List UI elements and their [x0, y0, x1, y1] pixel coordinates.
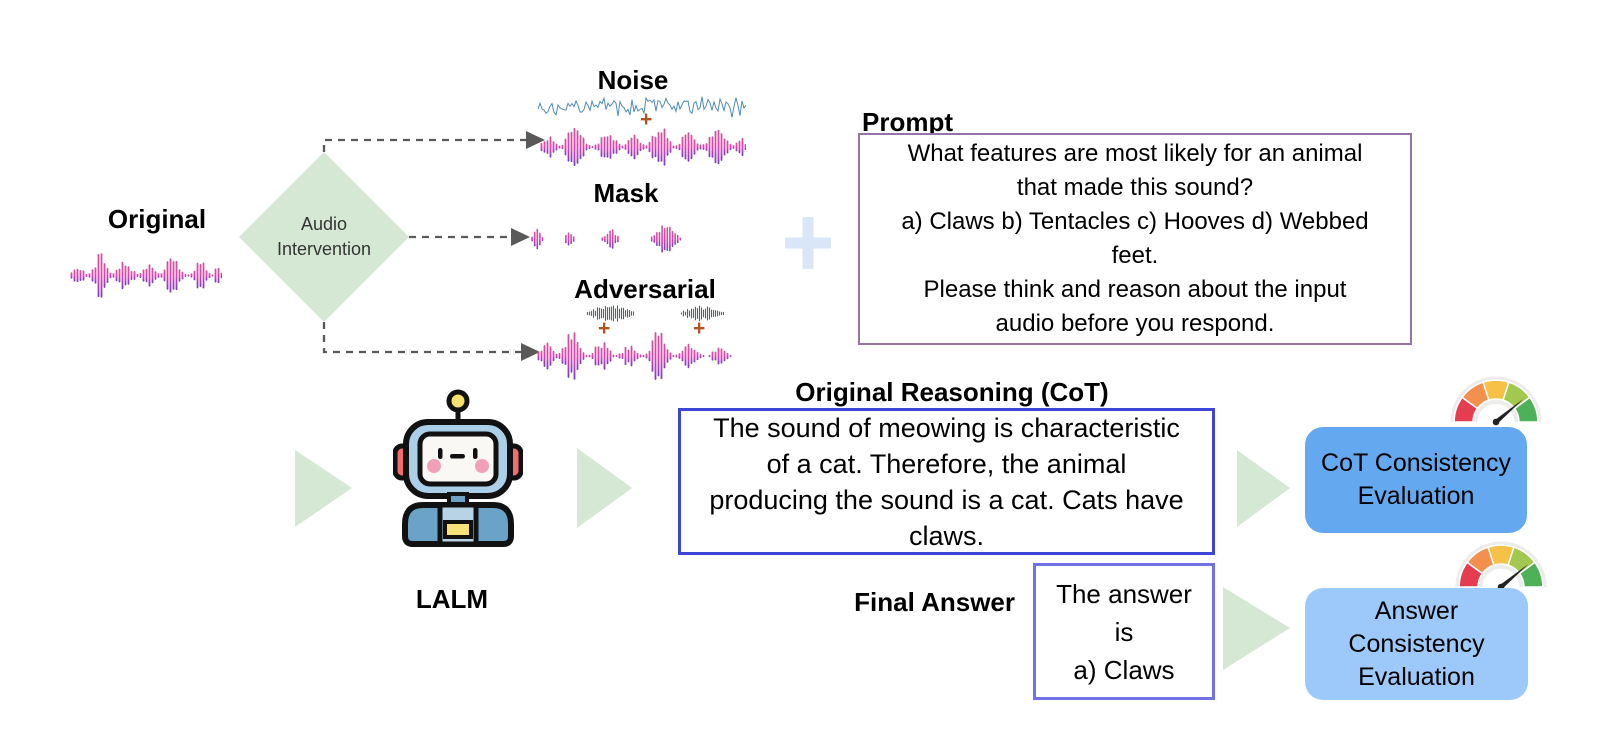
connector-adversarial	[322, 322, 521, 354]
flow-arrow-icon	[1223, 587, 1290, 670]
audio-intervention-node	[239, 152, 409, 322]
mask-label: Mask	[593, 178, 659, 208]
noise-waveform-icon	[540, 127, 746, 167]
plus-icon: +	[640, 108, 653, 131]
robot-icon	[393, 389, 523, 547]
original-audio-label: Original	[107, 204, 207, 234]
flow-arrow-icon	[295, 450, 352, 527]
prompt-title: Prompt	[862, 107, 953, 137]
noise-label: Noise	[597, 65, 669, 95]
final-answer-label: Final Answer	[854, 587, 1015, 617]
answer-consistency-evaluation-box: Answer Consistency Evaluation	[1305, 588, 1528, 700]
perturbation-icon	[680, 305, 724, 322]
gauge-icon	[1450, 376, 1542, 426]
perturbation-icon	[586, 305, 634, 322]
original-waveform-icon	[70, 253, 222, 298]
noise-signal-icon	[538, 96, 746, 118]
gauge-icon	[1455, 541, 1547, 591]
mask-waveform-icon	[531, 225, 682, 253]
flow-arrow-icon	[1237, 450, 1290, 527]
model-label: LALM	[415, 584, 489, 614]
audio-intervention-label: Audio Intervention	[276, 214, 372, 259]
plus-icon: +	[598, 317, 611, 340]
cot-consistency-evaluation-box: CoT Consistency Evaluation	[1305, 427, 1527, 533]
adversarial-label: Adversarial	[574, 274, 716, 304]
adversarial-waveform-icon	[537, 332, 732, 380]
connector-noise	[322, 138, 526, 152]
prompt-box: What features are most likely for an ani…	[858, 133, 1412, 345]
flow-arrow-icon	[577, 448, 632, 528]
reasoning-title: Original Reasoning (CoT)	[795, 377, 1109, 407]
reasoning-box: The sound of meowing is characteristic o…	[678, 408, 1215, 555]
final-answer-box: The answer is a) Claws	[1033, 563, 1215, 700]
big-plus-icon	[785, 217, 831, 269]
plus-icon: +	[693, 317, 706, 340]
